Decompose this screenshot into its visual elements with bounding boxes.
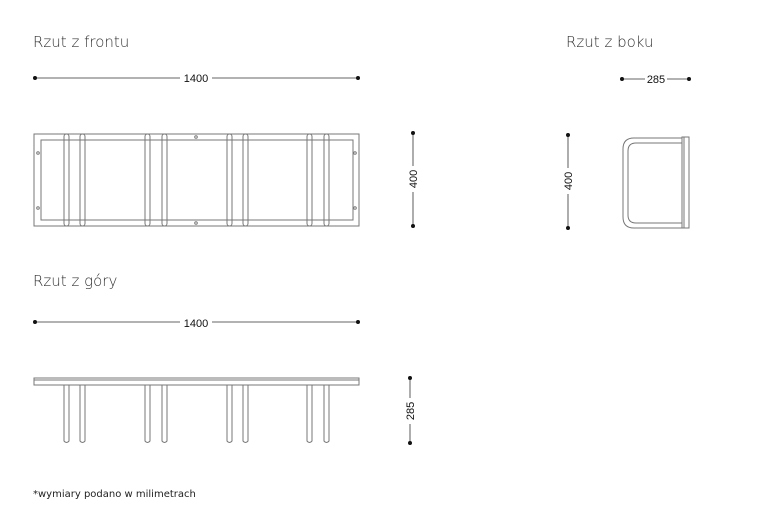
front-view-drawing bbox=[33, 133, 360, 227]
front-tube bbox=[226, 133, 233, 227]
front-tube bbox=[323, 133, 330, 227]
front-tube bbox=[63, 133, 70, 227]
top-leg bbox=[242, 385, 249, 443]
side-depth-label: 285 bbox=[647, 74, 665, 86]
top-leg bbox=[144, 385, 151, 443]
top-depth-dimension: 285 bbox=[404, 376, 417, 445]
top-leg bbox=[323, 385, 330, 443]
top-view-drawing bbox=[33, 377, 360, 443]
front-height-label: 400 bbox=[408, 170, 420, 188]
front-width-label: 1400 bbox=[184, 73, 208, 85]
mounting-hole bbox=[194, 221, 198, 225]
front-width-dimension: 1400 bbox=[33, 73, 360, 85]
top-width-label: 1400 bbox=[184, 318, 208, 330]
side-height-label: 400 bbox=[563, 172, 575, 190]
front-tube bbox=[144, 133, 151, 227]
front-tube bbox=[79, 133, 86, 227]
front-tube bbox=[242, 133, 249, 227]
top-leg bbox=[226, 385, 233, 443]
top-width-dimension: 1400 bbox=[33, 318, 360, 330]
top-depth-label: 285 bbox=[405, 402, 417, 420]
units-footnote: *wymiary podano w milimetrach bbox=[33, 489, 196, 500]
top-bar bbox=[33, 377, 360, 386]
side-depth-dimension: 285 bbox=[620, 74, 691, 86]
top-leg bbox=[63, 385, 70, 443]
front-tube bbox=[306, 133, 313, 227]
front-inner-frame bbox=[40, 139, 354, 221]
top-leg bbox=[79, 385, 86, 443]
side-height-dimension: 400 bbox=[562, 133, 575, 230]
mounting-hole bbox=[36, 151, 40, 155]
top-leg bbox=[306, 385, 313, 443]
front-height-dimension: 400 bbox=[407, 131, 420, 228]
top-leg bbox=[161, 385, 168, 443]
mounting-hole bbox=[36, 206, 40, 210]
side-view-title: Rzut z boku bbox=[566, 33, 654, 51]
mounting-hole bbox=[353, 206, 357, 210]
side-view-drawing bbox=[622, 136, 690, 229]
mounting-hole bbox=[194, 135, 198, 139]
front-tube bbox=[161, 133, 168, 227]
front-view-title: Rzut z frontu bbox=[33, 33, 129, 51]
top-view-title: Rzut z góry bbox=[33, 272, 117, 290]
front-outer-frame bbox=[33, 133, 360, 227]
mounting-hole bbox=[353, 151, 357, 155]
